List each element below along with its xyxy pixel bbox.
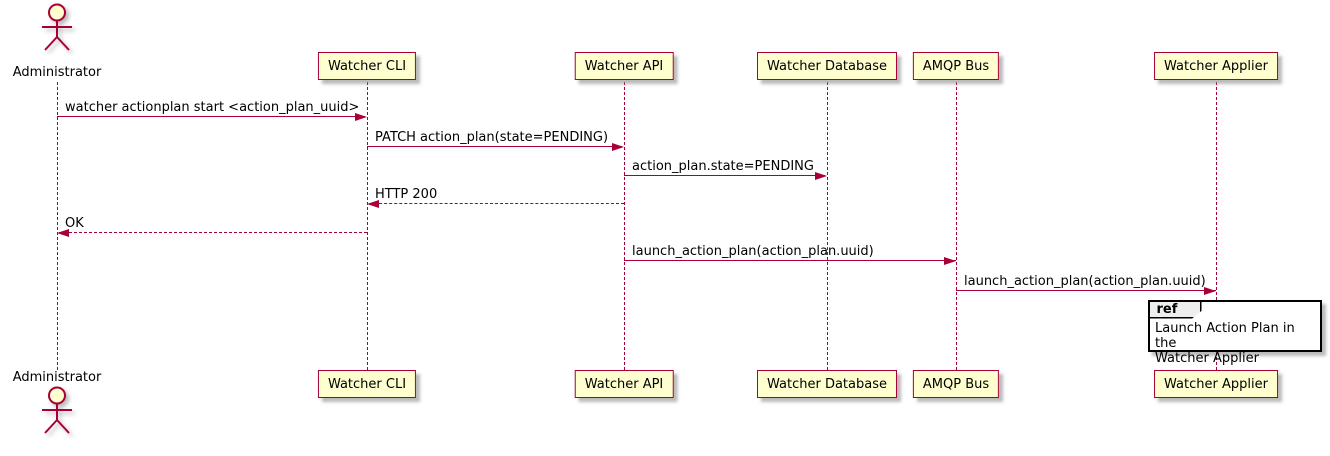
message-line	[57, 116, 365, 117]
participant-bottom-amqp-bus: AMQP Bus	[912, 370, 1000, 398]
participant-top-watcher-cli: Watcher CLI	[317, 52, 417, 80]
arrowhead-icon	[57, 228, 69, 237]
lifeline-watcher-database	[826, 82, 828, 370]
message-label: launch_action_plan(action_plan.uuid)	[964, 274, 1206, 289]
participant-bottom-watcher-applier: Watcher Applier	[1154, 370, 1278, 398]
arrowhead-icon	[367, 199, 379, 208]
participant-top-watcher-applier: Watcher Applier	[1154, 52, 1278, 80]
lifeline-watcher-applier	[1215, 82, 1217, 370]
arrowhead-icon	[1204, 286, 1216, 295]
ref-tag: ref	[1149, 301, 1202, 319]
message-label: watcher actionplan start <action_plan_uu…	[65, 100, 360, 115]
lifeline-administrator	[56, 82, 58, 370]
message-label: OK	[65, 216, 84, 231]
arrowhead-icon	[355, 112, 367, 121]
message-line	[59, 232, 367, 233]
lifeline-amqp-bus	[955, 82, 957, 370]
participant-bottom-watcher-database: Watcher Database	[757, 370, 897, 398]
participant-top-amqp-bus: AMQP Bus	[912, 52, 1000, 80]
actor-label-bottom: Administrator	[12, 370, 102, 385]
ref-fragment: ref Launch Action Plan in the Watcher Ap…	[1148, 300, 1322, 366]
arrowhead-icon	[612, 142, 624, 151]
participant-bottom-watcher-cli: Watcher CLI	[317, 370, 417, 398]
participant-top-watcher-database: Watcher Database	[757, 52, 897, 80]
arrowhead-icon	[815, 171, 827, 180]
message-line	[367, 146, 622, 147]
lifeline-watcher-cli	[366, 82, 368, 370]
arrowhead-icon	[944, 256, 956, 265]
message-line	[956, 290, 1216, 291]
message-label: PATCH action_plan(state=PENDING)	[375, 130, 609, 145]
message-label: action_plan.state=PENDING	[632, 159, 814, 174]
actor-figure-icon	[42, 386, 72, 434]
message-line	[624, 260, 956, 261]
ref-text-line2: Watcher Applier	[1155, 351, 1259, 366]
actor-figure-icon	[42, 3, 72, 51]
participant-top-watcher-api: Watcher API	[574, 52, 674, 80]
message-label: launch_action_plan(action_plan.uuid)	[632, 244, 874, 259]
actor-label-top: Administrator	[12, 65, 102, 80]
message-line	[369, 203, 624, 204]
ref-text-line1: Launch Action Plan in the	[1155, 321, 1295, 351]
message-label: HTTP 200	[375, 187, 438, 202]
message-line	[624, 175, 825, 176]
participant-bottom-watcher-api: Watcher API	[574, 370, 674, 398]
lifeline-watcher-api	[623, 82, 625, 370]
